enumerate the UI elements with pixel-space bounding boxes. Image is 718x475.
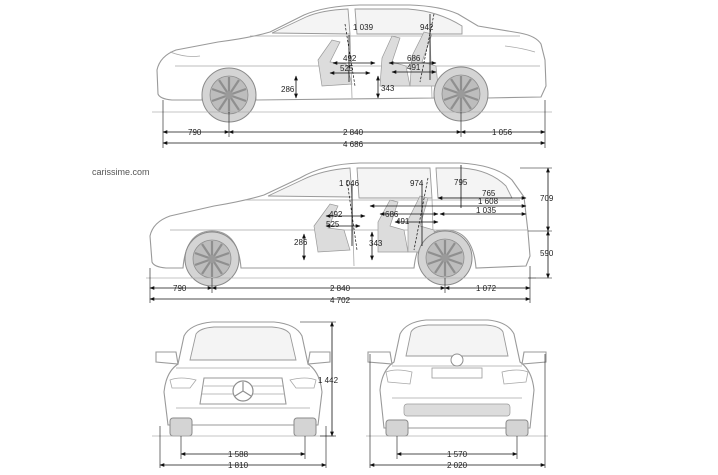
sedan-wheelbase: 2 840 [343,128,364,137]
sedan-headroom-front: 1 039 [353,23,374,32]
rear-view: 1 570 2 020 [366,319,548,470]
estate-headroom-front: 1 046 [339,179,360,188]
estate-knee-front: 492 [329,210,343,219]
rear-track: 1 570 [447,450,468,459]
estate-leg-rear: 491 [396,217,410,226]
estate-loading-sill: 590 [540,249,554,258]
estate-leg-front: 525 [326,220,340,229]
sedan-seat-rear: 343 [381,84,395,93]
estate-overhang-rear: 1 072 [476,284,497,293]
sedan-knee-front: 492 [343,54,357,63]
front-height: 1 442 [318,376,339,385]
sedan-leg-front: 525 [340,64,354,73]
sedan-leg-rear: 491 [407,63,421,72]
estate-cargo-length-1: 765 [482,189,496,198]
front-view: 1 442 1 588 1 810 [152,321,339,470]
front-track: 1 588 [228,450,249,459]
estate-cargo-height: 795 [454,178,468,187]
watermark-text: carissime.com [92,167,150,177]
estate-cargo-length-3: 1 035 [476,206,497,215]
estate-overhang-front: 790 [173,284,187,293]
estate-seat-front: 286 [294,238,308,247]
sedan-seat-front: 286 [281,85,295,94]
estate-cargo-length-2: 1 608 [478,197,499,206]
sedan-overhang-front: 790 [188,128,202,137]
sedan-overhang-rear: 1 056 [492,128,513,137]
estate-cargo-opening: 709 [540,194,554,203]
sedan-side-view: 1 039 942 492 525 686 491 286 343 790 2 … [152,4,552,149]
rear-width-mirrors: 2 020 [447,461,468,470]
estate-side-view: 1 046 974 795 765 1 608 1 035 492 525 68… [146,162,554,305]
estate-seat-rear: 343 [369,239,383,248]
estate-length: 4 702 [330,296,351,305]
front-width: 1 810 [228,461,249,470]
estate-wheelbase: 2 840 [330,284,351,293]
estate-knee-rear: 686 [385,210,399,219]
sedan-length: 4 686 [343,140,364,149]
sedan-knee-rear: 686 [407,54,421,63]
estate-headroom-rear: 974 [410,179,424,188]
sedan-headroom-rear: 942 [420,23,434,32]
